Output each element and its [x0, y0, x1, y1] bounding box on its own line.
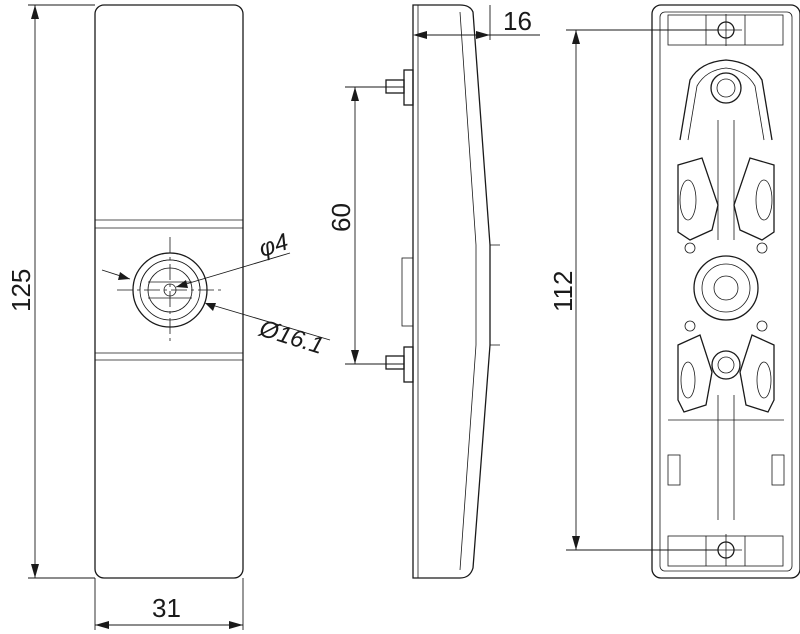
back-body-outline [651, 4, 800, 579]
depth-label: 16 [503, 6, 532, 36]
front-body-outline [94, 4, 244, 579]
pin-spacing-label: 60 [326, 203, 356, 232]
hole-pitch-dimension: 112 [548, 29, 718, 551]
depth-dimension: 16 [412, 5, 540, 40]
side-view [385, 4, 500, 579]
pin-spacing-dimension: 60 [326, 86, 404, 365]
overall-height-label: 125 [6, 269, 36, 312]
back-view [651, 4, 800, 579]
lock-cylinder [117, 237, 223, 343]
front-view: φ4 Ø16.1 [94, 4, 331, 579]
bottom-pin [385, 346, 414, 383]
top-pin [385, 69, 414, 106]
cap-diameter-label: Ø16.1 [255, 315, 326, 360]
side-body-outline [412, 4, 491, 579]
width-dimension: 31 [94, 578, 244, 630]
hole-pitch-label: 112 [548, 271, 578, 312]
latch-mechanism [667, 59, 785, 520]
hole-diameter-label: φ4 [256, 228, 292, 262]
width-label: 31 [152, 593, 181, 623]
overall-height-dimension: 125 [6, 4, 95, 579]
